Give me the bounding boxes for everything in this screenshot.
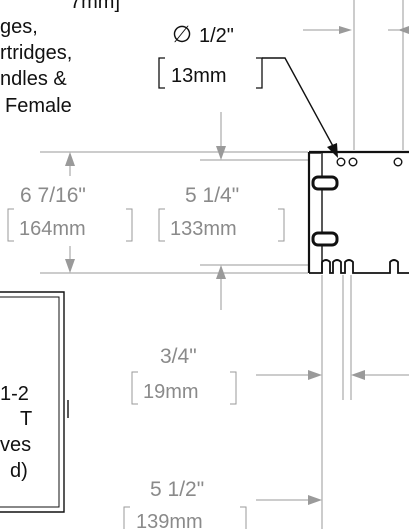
offset-arrow-right [351,370,365,380]
height-inner-bracket-left [158,208,165,242]
height-inner-metric: 133mm [170,218,237,240]
top-note-line-3: rtridges, [0,42,72,64]
retaining-tab-2 [311,231,339,247]
diameter-symbol: ∅ [172,21,192,47]
width-bracket-right [240,506,247,529]
dimension-height-inner: 5 1/4" 133mm [158,184,285,242]
left-note-line-2: T [20,408,32,430]
width-metric: 139mm [136,511,203,529]
left-note-line-1: 1-2 [0,383,29,405]
left-box-note: 1-2 T ves d) [0,291,69,513]
offset-inch: 3/4" [160,345,197,368]
bracket-bottom-slots [309,259,409,274]
mounting-hole-1 [336,157,346,167]
height-inner-bracket-right [278,208,285,242]
width-bracket-left [123,506,130,529]
dimension-offset: 3/4" 19mm [131,275,409,529]
top-note: 7mm] ges, rtridges, ndles & Female [0,0,120,117]
dimension-width: 5 1/2" 139mm [123,478,322,529]
offset-arrow-left [308,370,322,380]
height-inner-inch: 5 1/4" [185,184,239,207]
top-note-line-1: 7mm] [70,0,120,13]
mounting-hole-3 [393,157,403,167]
note-box-inner [0,296,60,508]
hole-leader-line [262,57,335,149]
height-total-inch: 6 7/16" [20,184,86,207]
hole-leader-arrowhead [327,143,338,158]
height-total-arrow-up [65,152,75,166]
height-total-metric: 164mm [19,218,86,240]
mounting-hole-2 [348,157,358,167]
note-box-outer [0,291,65,513]
top-width-dimension [303,0,409,150]
hole-diameter-metric: 13mm [171,65,227,87]
width-inch: 5 1/2" [150,478,204,501]
hole-metric-bracket-right [256,57,263,89]
top-note-line-5: Female [5,95,72,117]
hole-center-arrow-upper [216,146,226,160]
top-dim-arrow [339,26,352,34]
offset-bracket-left [131,371,138,405]
hole-center-arrows [216,112,226,310]
hole-diameter-inch: 1/2" [199,25,234,47]
top-note-line-2: ges, [0,16,38,38]
left-note-line-4: d) [10,460,28,482]
top-note-line-4: ndles & [0,68,67,90]
offset-bracket-right [230,371,237,405]
height-total-arrow-down [65,259,75,273]
hole-center-arrow-lower [216,265,226,279]
retaining-tab-1 [311,175,339,191]
height-total-bracket-right [126,208,133,242]
dimension-height-total: 6 7/16" 164mm [7,152,133,273]
offset-metric: 19mm [143,381,199,403]
hole-callout: ∅ 1/2" 13mm [158,21,338,158]
mounting-bracket [307,150,409,274]
height-total-bracket-left [7,208,14,242]
width-arrow [308,495,322,505]
hole-metric-bracket-left [158,57,165,89]
left-note-line-3: ves [0,434,31,456]
